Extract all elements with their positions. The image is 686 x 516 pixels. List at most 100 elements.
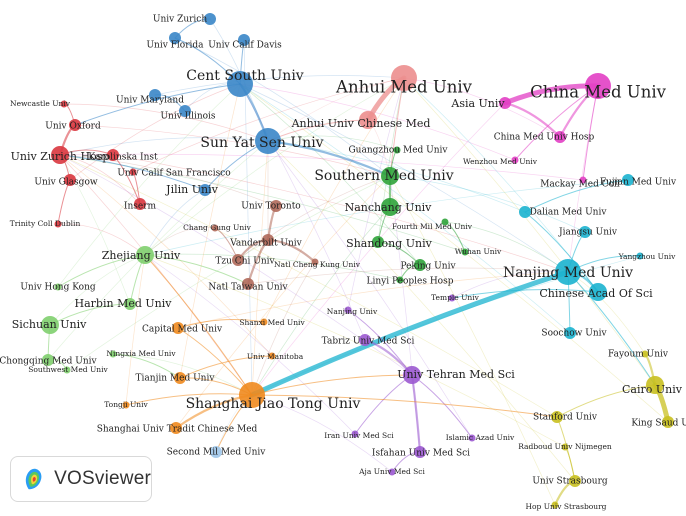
node-second-mil-med-univ[interactable] [210,446,222,458]
node-univ-manitoba[interactable] [268,352,276,360]
node-ningxia-med-univ[interactable] [109,350,117,358]
node-label-univ-oxford[interactable]: Univ Oxford [45,122,101,132]
node-univ-calif-davis[interactable] [238,34,250,46]
node-label-dalian-med-univ[interactable]: Dalian Med Univ [530,208,608,218]
node-univ-zurich[interactable] [204,13,216,25]
node-label-peking-univ[interactable]: Peking Univ [400,262,456,272]
node-label-fourth-mil-med-univ[interactable]: Fourth Mil Med Univ [392,222,473,231]
node-label-iran-univ-med-sci[interactable]: Iran Univ Med Sci [324,431,394,440]
node-label-anhui-med-univ[interactable]: Anhui Med Univ [335,78,473,97]
node-anhui-med-univ[interactable] [391,65,417,91]
node-label-harbin-med-univ[interactable]: Harbin Med Univ [75,297,173,310]
node-label-wenzhou-med-univ[interactable]: Wenzhou Med Univ [463,157,538,166]
node-vanderbilt-univ[interactable] [262,234,274,246]
node-tongji-univ[interactable] [122,401,130,409]
node-wuhan-univ[interactable] [461,248,469,256]
node-trinity-coll-dublin[interactable] [54,220,62,228]
node-univ-strasbourg[interactable] [569,475,581,487]
node-sichuan-univ[interactable] [41,316,59,334]
node-label-sichuan-univ[interactable]: Sichuan Univ [12,318,87,331]
node-tzu-chi-univ[interactable] [232,254,244,266]
node-label-tianjin-med-univ[interactable]: Tianjin Med Univ [136,374,216,384]
node-fayoum-univ[interactable] [641,350,649,358]
node-label-southern-med-univ[interactable]: Southern Med Univ [314,168,453,184]
node-label-anhui-univ-chinese-med[interactable]: Anhui Univ Chinese Med [291,117,431,130]
node-southwest-med-univ[interactable] [63,366,71,374]
node-label-univ-strasbourg[interactable]: Univ Strasbourg [532,477,608,487]
node-label-univ-tehran-med-sci[interactable]: Univ Tehran Med Sci [397,368,515,381]
node-label-univ-hong-kong[interactable]: Univ Hong Kong [20,283,96,293]
node-label-chinese-acad-of-sci[interactable]: Chinese Acad Of Sci [539,287,653,300]
node-label-sun-yat-sen-univ[interactable]: Sun Yat Sen Univ [200,135,323,151]
node-label-aja-univ-med-sci[interactable]: Aja Univ Med Sci [358,467,425,476]
node-iran-univ-med-sci[interactable] [351,430,359,438]
node-dalian-med-univ[interactable] [519,206,531,218]
node-islamic-azad-univ[interactable] [468,434,476,442]
node-hop-univ-strasbourg[interactable] [551,501,559,509]
node-label-temple-univ[interactable]: Temple Univ [431,293,480,302]
node-label-tongji-univ[interactable]: Tongji Univ [104,400,148,409]
node-univ-calif-san-francisco[interactable] [129,168,137,176]
node-univ-maryland[interactable] [149,89,161,101]
node-univ-oxford[interactable] [69,119,81,131]
node-china-med-univ-hosp[interactable] [554,131,566,143]
node-linyi-peoples-hosp[interactable] [396,276,404,284]
node-tabriz-univ-med-sci[interactable] [359,334,371,346]
node-label-jilin-univ[interactable]: Jilin Univ [165,183,218,196]
node-chang-gung-univ[interactable] [211,224,219,232]
node-univ-tehran-med-sci[interactable] [403,366,421,384]
node-label-chongqing-med-univ[interactable]: Chongqing Med Univ [0,357,98,367]
node-label-china-med-univ[interactable]: China Med Univ [530,83,667,102]
node-label-hop-univ-strasbourg[interactable]: Hop Univ Strasbourg [525,502,606,511]
node-label-fayoum-univ[interactable]: Fayoum Univ [608,350,669,360]
node-natl-cheng-kung-univ[interactable] [311,258,319,266]
node-univ-glasgow[interactable] [64,174,76,186]
node-wenzhou-med-univ[interactable] [511,156,519,164]
node-nanjing-med-univ[interactable] [555,259,581,285]
node-temple-univ[interactable] [448,294,456,302]
node-southern-med-univ[interactable] [381,167,399,185]
node-label-vanderbilt-univ[interactable]: Vanderbilt Univ [229,239,302,249]
node-fujian-med-univ[interactable] [622,174,634,186]
node-label-chang-gung-univ[interactable]: Chang Gung Univ [183,223,251,232]
node-label-jiangsu-univ[interactable]: Jiangsu Univ [558,228,618,238]
node-label-nanchang-univ[interactable]: Nanchang Univ [345,201,433,214]
node-cairo-univ[interactable] [646,376,664,394]
node-china-med-univ[interactable] [585,73,611,99]
node-label-king-saud-univ[interactable]: King Saud Univ [631,419,686,429]
node-label-ningxia-med-univ[interactable]: Ningxia Med Univ [106,349,176,358]
node-shanghai-jiao-tong-univ[interactable] [239,382,265,408]
node-stanford-univ[interactable] [551,411,563,423]
node-label-tabriz-univ-med-sci[interactable]: Tabriz Univ Med Sci [322,337,415,347]
node-label-univ-glasgow[interactable]: Univ Glasgow [34,178,97,188]
node-label-natl-taiwan-univ[interactable]: Natl Taiwan Univ [208,283,288,293]
node-label-fujian-med-univ[interactable]: Fujian Med Univ [600,178,677,188]
node-label-karolinska-inst[interactable]: Karolinska Inst [88,153,158,163]
node-peking-univ[interactable] [414,259,426,271]
node-label-univ-maryland[interactable]: Univ Maryland [116,96,184,106]
node-label-shanghai-univ-tradit-chinese-med[interactable]: Shanghai Univ Tradit Chinese Med [97,425,258,435]
node-capital-med-univ[interactable] [172,322,184,334]
node-fourth-mil-med-univ[interactable] [441,218,449,226]
node-univ-toronto[interactable] [270,200,282,212]
node-chongqing-med-univ[interactable] [42,354,54,366]
node-zhejiang-univ[interactable] [136,246,154,264]
node-label-radboud-univ-nijmegen[interactable]: Radboud Univ Nijmegen [518,442,612,451]
node-chinese-acad-of-sci[interactable] [589,283,607,301]
node-label-univ-toronto[interactable]: Univ Toronto [241,202,300,212]
node-radboud-univ-nijmegen[interactable] [561,443,569,451]
node-label-nanjing-univ[interactable]: Nanjing Univ [327,307,378,316]
node-label-isfahan-univ-med-sci[interactable]: Isfahan Univ Med Sci [372,449,470,459]
node-guangzhou-med-univ[interactable] [393,146,401,154]
node-label-univ-zurich-hosp[interactable]: Univ Zurich Hosp [11,150,110,163]
node-aja-univ-med-sci[interactable] [388,468,396,476]
node-univ-illinois[interactable] [179,105,191,117]
node-karolinska-inst[interactable] [107,149,119,161]
node-univ-florida[interactable] [169,32,181,44]
node-nanchang-univ[interactable] [381,198,399,216]
node-asia-univ[interactable] [499,97,511,109]
node-natl-taiwan-univ[interactable] [242,278,254,290]
node-tianjin-med-univ[interactable] [174,372,186,384]
